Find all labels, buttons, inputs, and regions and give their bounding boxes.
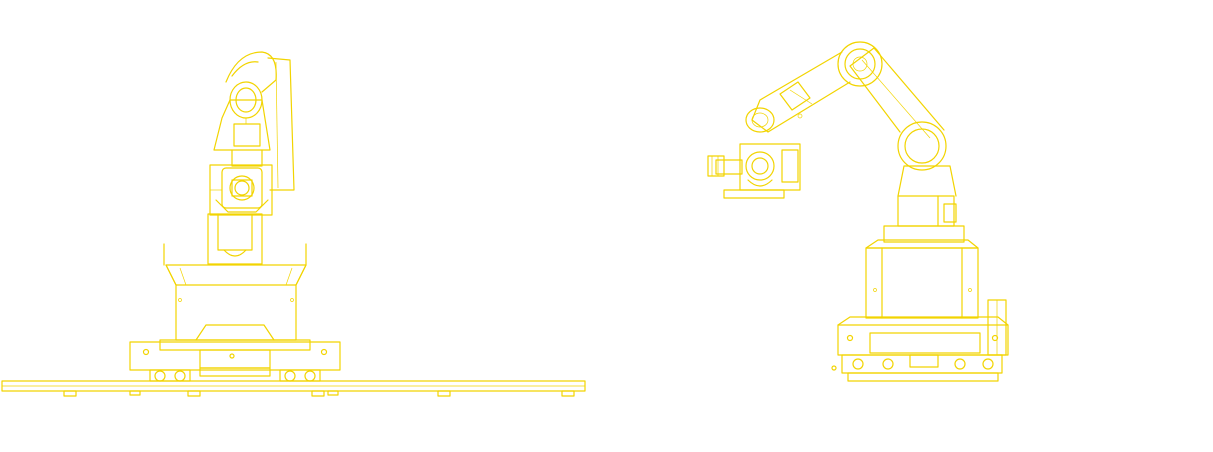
front-view-robot	[1, 51, 586, 397]
dolly-base	[129, 324, 341, 382]
side-lower-arm	[837, 41, 947, 171]
side-robot-turret	[883, 165, 965, 243]
column-housing	[163, 243, 307, 341]
side-dolly-base	[831, 299, 1009, 382]
robot-lower	[207, 164, 273, 265]
side-forearm	[745, 51, 851, 133]
side-view-robot	[707, 41, 1009, 382]
side-housing	[865, 239, 979, 319]
robot-upper-arm	[213, 51, 295, 191]
side-camera	[707, 143, 801, 199]
track-rail	[1, 380, 586, 397]
